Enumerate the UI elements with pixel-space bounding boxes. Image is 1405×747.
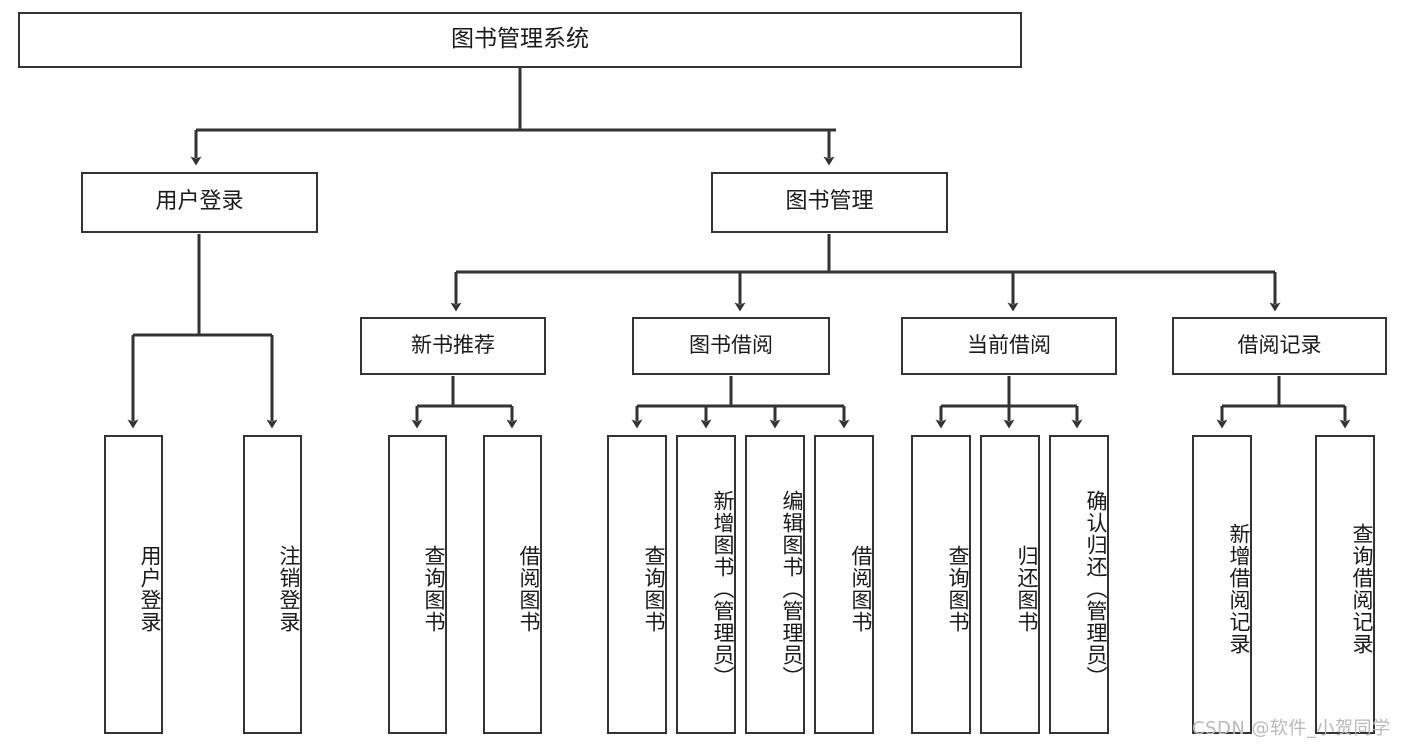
node-label: 查询图书 [642,544,666,633]
node-label: 图书管理系统 [451,26,589,53]
leaf-user-login[interactable]: 用户登录 [104,435,163,734]
node-new-book-recommendation[interactable]: 新书推荐 [360,317,546,375]
node-label: 确认归还（管理员） [1084,489,1108,688]
node-book-borrowing[interactable]: 图书借阅 [632,317,830,375]
leaf-query-borrowing-record[interactable]: 查询借阅记录 [1315,435,1375,734]
leaf-add-borrowing-record[interactable]: 新增借阅记录 [1192,435,1252,734]
leaf-add-book-admin[interactable]: 新增图书（管理员） [676,435,736,734]
node-label: 借阅图书 [517,544,541,633]
node-label: 用户登录 [138,544,162,633]
node-label: 新增图书（管理员） [711,489,735,688]
node-book-management[interactable]: 图书管理 [711,172,948,233]
node-label: 新书推荐 [411,333,495,358]
node-user-login[interactable]: 用户登录 [81,172,318,233]
node-label: 借阅记录 [1237,333,1322,358]
node-label: 查询图书 [946,544,970,633]
leaf-return-book[interactable]: 归还图书 [980,435,1040,734]
watermark: CSDN @软件_小贺同学 [1192,718,1391,739]
node-label: 归还图书 [1015,544,1039,633]
node-label: 图书借阅 [689,333,773,358]
node-root-book-management-system[interactable]: 图书管理系统 [18,12,1022,68]
leaf-logout[interactable]: 注销登录 [243,435,302,734]
node-label: 图书管理 [785,189,874,215]
leaf-borrow-book-new-recommendation[interactable]: 借阅图书 [483,435,542,734]
leaf-confirm-return-admin[interactable]: 确认归还（管理员） [1049,435,1109,734]
node-label: 查询图书 [422,544,446,633]
node-label: 用户登录 [155,189,244,215]
node-borrowing-record[interactable]: 借阅记录 [1172,317,1387,375]
leaf-query-book-new-recommendation[interactable]: 查询图书 [388,435,447,734]
node-label: 新增借阅记录 [1227,522,1251,655]
node-label: 借阅图书 [849,544,873,633]
leaf-borrow-book-borrowing[interactable]: 借阅图书 [814,435,874,734]
node-label: 查询借阅记录 [1350,522,1374,655]
node-label: 注销登录 [277,544,301,633]
leaf-query-book-current[interactable]: 查询图书 [911,435,971,734]
node-current-borrowing[interactable]: 当前借阅 [901,317,1117,375]
node-label: 编辑图书（管理员） [780,489,804,688]
node-label: 当前借阅 [967,333,1051,358]
leaf-edit-book-admin[interactable]: 编辑图书（管理员） [745,435,805,734]
leaf-query-book-borrowing[interactable]: 查询图书 [607,435,667,734]
